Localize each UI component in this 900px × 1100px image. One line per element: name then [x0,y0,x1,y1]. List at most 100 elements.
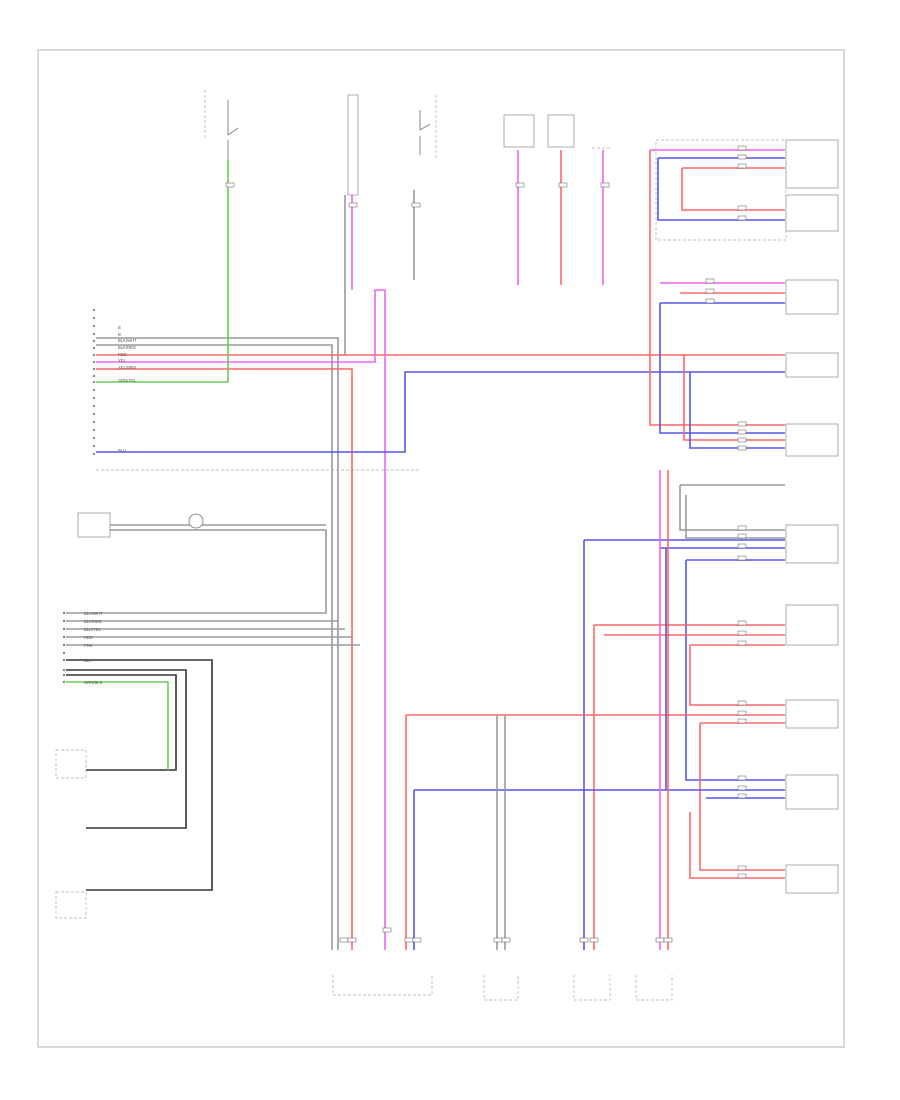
wire-rt-6 [681,168,785,211]
upper-label-1: B [118,332,121,337]
upper-label-2: BLK/WHT [118,338,137,343]
wire-label-plate-28 [347,937,357,943]
wire-label-plate-18 [737,640,747,646]
pin-upper-12 [92,396,96,400]
wire-label-plate-0 [737,145,747,151]
pin-upper-3 [92,332,96,336]
pin-lower-8 [62,673,66,677]
plate-layer [225,145,747,943]
wire-rm-8 [685,560,785,781]
wire-ll-8 [66,674,177,771]
pin-upper-15 [92,420,96,424]
lower-label-4: PNK [84,643,93,648]
right-box-6 [785,524,839,564]
pin-upper-14 [92,412,96,416]
left-box-b [55,749,87,779]
lower-label-6: GRN/BLK [84,680,103,685]
wire-label-plate-7 [705,298,715,304]
wire-label-plate-38 [225,182,235,188]
pin-upper-9 [92,374,96,378]
wire-rm-21 [689,812,785,879]
wire-label-plate-27 [339,937,349,943]
wire-label-plate-15 [737,555,747,561]
pin-upper-2 [92,324,96,328]
right-box-10 [785,864,839,894]
horn-coil-icon [188,513,204,529]
pin-lower-4 [62,643,66,647]
wire-label-plate-20 [737,710,747,716]
upper-label-7: GRN/YEL [118,378,137,383]
wire-label-plate-21 [737,718,747,724]
upper-label-5: YEL [118,358,127,363]
pin-lower-3 [62,635,66,639]
pin-upper-17 [92,436,96,440]
pin-upper-0 [92,308,96,312]
wire-label-plate-29 [382,927,392,933]
wire-label-plate-43 [600,182,610,188]
left-box-c [55,891,87,919]
wire-ll-9 [66,681,169,770]
pin-lower-7 [62,668,66,672]
pin-upper-11 [92,388,96,392]
wire-rm-2 [679,485,785,531]
upper-label-0: B [118,325,121,330]
wire-label-plate-4 [737,215,747,221]
upper-label-4: RED [118,352,127,357]
wire-label-plate-19 [737,700,747,706]
wire-label-plate-8 [737,421,747,427]
wire-rm-3 [685,495,785,539]
pin-upper-7 [92,360,96,364]
wire-label-plate-30 [404,937,414,943]
lower-label-1: BLK/RED [84,619,102,624]
wire-bus-blk-red [96,344,333,950]
top-left-switch [204,90,239,160]
wire-label-plate-12 [737,525,747,531]
right-box-7 [785,604,839,646]
wire-bus-pink [96,289,386,950]
pin-upper-1 [92,316,96,320]
pin-upper-8 [92,367,96,371]
wire-label-plate-39 [348,202,358,208]
wire-label-plate-40 [411,202,421,208]
pin-upper-13 [92,404,96,408]
wire-rt-10 [659,303,785,434]
wire-label-plate-5 [705,278,715,284]
pin-upper-10 [92,380,96,384]
wire-label-plate-36 [655,937,665,943]
wire-label-plate-10 [737,437,747,443]
right-box-5 [785,423,839,457]
wire-rm-13 [689,645,785,706]
wire-label-plate-25 [737,865,747,871]
pin-upper-16 [92,428,96,432]
mid-label: BLU [118,448,126,453]
pin-upper-4 [92,339,96,343]
pin-upper-19 [92,452,96,456]
pin-lower-1 [62,619,66,623]
wire-label-plate-41 [515,182,525,188]
wire-label-plate-11 [737,445,747,451]
pin-layer [62,308,96,684]
wire-bus-blue [96,371,785,453]
wire-label-plate-14 [737,543,747,549]
right-box-9 [785,774,839,810]
pin-lower-6 [62,658,66,662]
lower-label-3: RED [84,635,93,640]
wire-rm-17 [699,723,785,871]
left-components [55,469,420,919]
wire-label-plate-34 [579,937,589,943]
lower-label-0: BLK/WHT [84,611,103,616]
pin-upper-5 [92,346,96,350]
wire-label-plate-26 [737,873,747,879]
wire-label-plate-31 [412,937,422,943]
top-mid-relay [347,94,437,196]
right-box-2 [785,194,839,232]
pin-upper-6 [92,353,96,357]
wire-label-plate-1 [737,154,747,160]
right-box-8 [785,699,839,729]
wire-label-plate-37 [663,937,673,943]
wire-label-plate-23 [737,785,747,791]
pin-lower-2 [62,627,66,631]
wire-label-plate-9 [737,429,747,435]
left-box-a [77,512,111,538]
upper-label-6: YEL/BRN [118,365,136,370]
